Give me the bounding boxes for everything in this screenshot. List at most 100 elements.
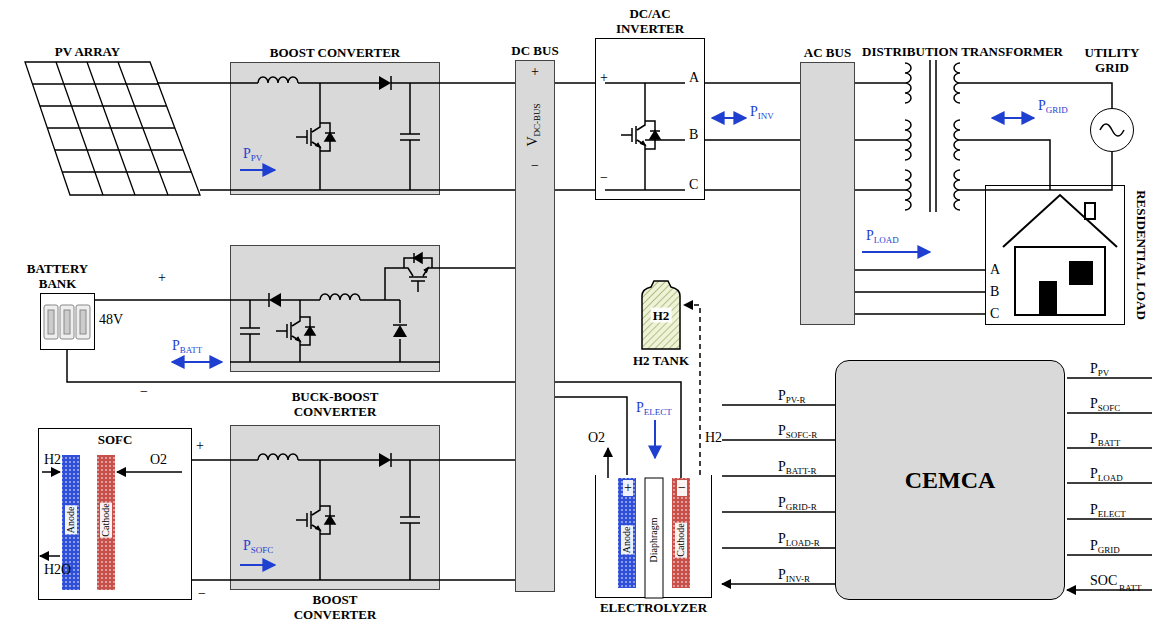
electrode [618, 478, 636, 588]
text-label: PSOFC [243, 538, 273, 558]
grid-source-symbol [1100, 124, 1124, 136]
wire-connector [555, 397, 627, 475]
house-icon [1070, 262, 1080, 272]
flow-arrow [722, 405, 835, 584]
text-label: + [531, 64, 539, 80]
text-label: + [196, 438, 204, 454]
text-label: + [158, 270, 166, 286]
circuit-symbol [296, 500, 335, 540]
flow-arrow [1067, 378, 1152, 590]
wire-connector [440, 459, 515, 461]
pv-panel [25, 62, 200, 195]
electrode [672, 478, 690, 588]
node-label: PV ARRAY [55, 44, 120, 59]
circuit-symbol [954, 170, 960, 210]
circuit-symbol [379, 76, 391, 90]
wire [555, 382, 681, 478]
battery-cells [76, 305, 90, 339]
node-label: BOOST CONVERTER [270, 45, 400, 60]
grid-source-symbol [1100, 124, 1124, 136]
ac-bus: AC BUS [800, 62, 855, 325]
text-label: Cathode [100, 502, 112, 537]
hydrogen-tank: H2H2 TANK [638, 280, 684, 350]
flow-arrow [40, 555, 60, 557]
text-label: BATT [1119, 580, 1142, 596]
node-label: CEMCA [905, 466, 996, 494]
circuit-symbol [379, 453, 391, 467]
tank-outline [642, 281, 680, 349]
text-label: 48V [99, 312, 123, 328]
house-icon [1015, 247, 1105, 315]
text-label: PINV-R [778, 567, 810, 587]
text-label: H2 [705, 430, 722, 446]
node-label: H2 [651, 308, 672, 323]
electrode [62, 455, 690, 598]
text-label: + [623, 480, 633, 496]
wire-connector [855, 269, 985, 271]
circuit-symbol [258, 454, 298, 460]
battery-cells [64, 310, 70, 334]
house-icon [1003, 195, 1117, 315]
node-label: BUCK-BOOST CONVERTER [270, 389, 400, 419]
wire-connector [205, 82, 230, 84]
circuit-symbol [621, 115, 660, 155]
boost-converter: BOOST CONVERTER [230, 62, 440, 195]
wire [67, 60, 1112, 580]
text-label: − [198, 586, 206, 602]
battery-cells [48, 310, 54, 334]
cemca-controller: CEMCA [835, 360, 1065, 600]
house-icon [1082, 262, 1092, 272]
text-label: PSOFC [1090, 396, 1120, 416]
power-flow-arrow [862, 251, 930, 253]
text-label: SOC [1090, 573, 1117, 589]
wire-connector [95, 299, 230, 301]
flow-arrow [42, 471, 60, 473]
wire [555, 83, 685, 190]
text-label: PELECT [636, 400, 672, 420]
circuit-symbol [276, 311, 315, 351]
wire-connector [192, 459, 230, 461]
text-label: H2 [44, 452, 61, 468]
text-label: PPV [1090, 361, 1109, 381]
pv-panel [25, 62, 200, 195]
wire [855, 292, 985, 314]
wire [157, 83, 230, 190]
wire [230, 83, 515, 190]
text-label: − [677, 480, 687, 496]
circuit-symbol [240, 63, 960, 540]
flow-arrow [607, 448, 609, 478]
text-label: A [689, 70, 699, 86]
power-flow-arrow [172, 361, 222, 363]
text-label: Anode [65, 506, 77, 535]
wire [705, 83, 905, 190]
text-label: C [689, 177, 698, 193]
wire-connector [440, 267, 515, 269]
power-flow-arrow [240, 564, 275, 566]
flow-arrow [40, 378, 1152, 590]
house-icon [1085, 203, 1095, 219]
circuit-symbol [905, 120, 911, 160]
circuit-symbol [954, 120, 960, 160]
text-label: PGRID [1038, 98, 1068, 118]
text-label: C [990, 306, 999, 322]
flow-arrow [117, 471, 182, 473]
wire [230, 268, 440, 362]
text-label: PINV [750, 104, 774, 124]
node-label: SOFC [98, 432, 133, 447]
text-label: PBATT-R [778, 459, 816, 479]
text-label: O2 [150, 452, 167, 468]
node-label: BATTERY BANK [18, 261, 98, 291]
text-label: Anode [621, 526, 633, 555]
text-label: B [990, 284, 999, 300]
text-label: PELECT [1090, 502, 1126, 522]
power-flow-arrow [172, 118, 1034, 565]
battery-cells [44, 305, 58, 339]
circuit-symbol [400, 134, 420, 140]
text-label: PLOAD-R [778, 531, 820, 551]
wire-connector [855, 82, 890, 84]
text-label: Cathode [675, 522, 687, 557]
battery-cells [44, 305, 90, 339]
circuit-symbol [954, 63, 960, 103]
text-label: PLOAD [866, 228, 899, 248]
text-label: A [990, 262, 1000, 278]
